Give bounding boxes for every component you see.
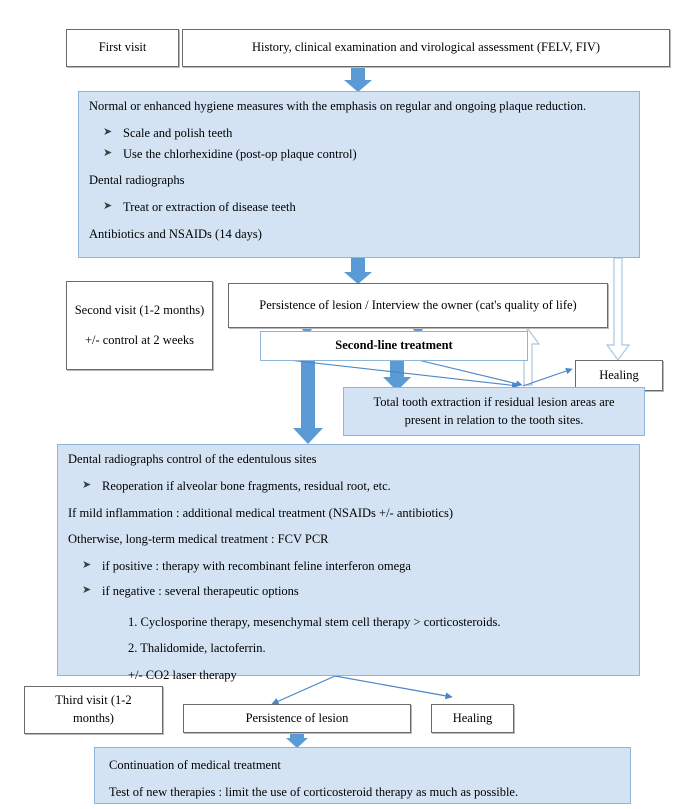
arrow-persistence-lower-to-continuation (286, 733, 308, 748)
arrow-left-to-junction-thin (261, 356, 519, 389)
hygiene-bullet-1: ➤ Scale and polish teeth (89, 125, 629, 143)
hygiene-bullet-2-label: Use the chlorhexidine (post-op plaque co… (123, 146, 357, 161)
node-edentulous-control[interactable]: Dental radiographs control of the edentu… (57, 444, 640, 682)
edentulous-bullet-1: ➤ Reoperation if alveolar bone fragments,… (68, 478, 629, 496)
node-persistence-lower-label: Persistence of lesion (245, 710, 349, 725)
edentulous-bullet-3-label: if negative : several therapeutic option… (102, 583, 299, 598)
bullet-arrow-icon: ➤ (82, 478, 92, 491)
node-third-visit-label: Third visit (1-2 months) (55, 693, 132, 725)
arrow-hygiene-to-persistence (344, 258, 372, 284)
edentulous-otherwise: Otherwise, long-term medical treatment :… (68, 532, 329, 547)
node-continuation[interactable]: Continuation of medical treatment Test o… (94, 747, 631, 804)
node-persistence-interview[interactable]: Persistence of lesion / Interview the ow… (228, 283, 608, 328)
node-second-visit-line2: +/- control at 2 weeks (84, 332, 195, 347)
edentulous-option-3: +/- CO2 laser therapy (128, 668, 237, 682)
bullet-arrow-icon: ➤ (82, 559, 92, 571)
node-history-label: History, clinical examination and virolo… (251, 40, 601, 55)
continuation-line1: Continuation of medical treatment (109, 758, 281, 772)
hygiene-antibiotics: Antibiotics and NSAIDs (14 days) (89, 226, 262, 241)
node-total-extraction[interactable]: Total tooth extraction if residual lesio… (343, 387, 645, 436)
edentulous-mild: If mild inflammation : additional medica… (68, 505, 454, 520)
bullet-arrow-icon: ➤ (82, 583, 92, 596)
edentulous-bullet-2-label: if positive : therapy with recombinant f… (102, 559, 411, 573)
node-second-visit[interactable]: Second visit (1-2 months) +/- control at… (66, 281, 213, 370)
edentulous-bullet-3: ➤ if negative : several therapeutic optio… (68, 583, 629, 601)
hygiene-bullet-3: ➤ Treat or extraction of disease teeth (89, 199, 629, 217)
node-hygiene-measures[interactable]: Normal or enhanced hygiene measures with… (78, 91, 640, 258)
bullet-arrow-icon: ➤ (103, 200, 113, 212)
node-healing-upper-label: Healing (599, 367, 639, 382)
node-second-line-treatment[interactable]: Second-line treatment (260, 331, 528, 361)
arrow-secondline-to-healing-thin (417, 359, 523, 387)
node-third-visit[interactable]: Third visit (1-2 months) (24, 686, 163, 734)
node-healing-upper[interactable]: Healing (575, 360, 663, 391)
node-first-visit-label: First visit (98, 40, 147, 55)
node-total-extraction-label: Total tooth extraction if residual lesio… (373, 394, 615, 427)
edentulous-option-2: 2. Thalidomide, lactoferrin. (128, 641, 266, 656)
arrow-extraction-to-healing-thin (522, 367, 573, 387)
node-second-line-treatment-label: Second-line treatment (335, 338, 453, 353)
hygiene-bullet-3-label: Treat or extraction of disease teeth (123, 200, 296, 214)
arrow-secondline-to-edentulous (293, 361, 323, 444)
node-healing-lower-label: Healing (452, 710, 493, 725)
hygiene-bullet-1-label: Scale and polish teeth (123, 125, 233, 140)
node-persistence-interview-label: Persistence of lesion / Interview the ow… (259, 297, 577, 312)
bullet-arrow-icon: ➤ (103, 146, 113, 159)
bullet-arrow-icon: ➤ (103, 125, 113, 138)
node-healing-lower[interactable]: Healing (431, 704, 514, 733)
hygiene-bullet-2: ➤ Use the chlorhexidine (post-op plaque c… (89, 146, 629, 164)
hygiene-intro: Normal or enhanced hygiene measures with… (89, 99, 587, 113)
edentulous-bullet-1-label: Reoperation if alveolar bone fragments, … (102, 478, 391, 493)
edentulous-intro: Dental radiographs control of the edentu… (68, 452, 317, 466)
edentulous-option-1: 1. Cyclosporine therapy, mesenchymal ste… (128, 614, 501, 629)
continuation-line2: Test of new therapies : limit the use of… (109, 784, 519, 799)
hygiene-radiographs: Dental radiographs (89, 173, 185, 188)
node-persistence-lower[interactable]: Persistence of lesion (183, 704, 411, 733)
arrow-hygiene-to-healing-hollow (605, 257, 631, 362)
node-history[interactable]: History, clinical examination and virolo… (182, 29, 670, 67)
arrow-history-to-hygiene (344, 68, 372, 92)
node-first-visit[interactable]: First visit (66, 29, 179, 67)
edentulous-bullet-2: ➤ if positive : therapy with recombinant … (68, 558, 629, 576)
node-second-visit-line1: Second visit (1-2 months) (74, 302, 205, 317)
